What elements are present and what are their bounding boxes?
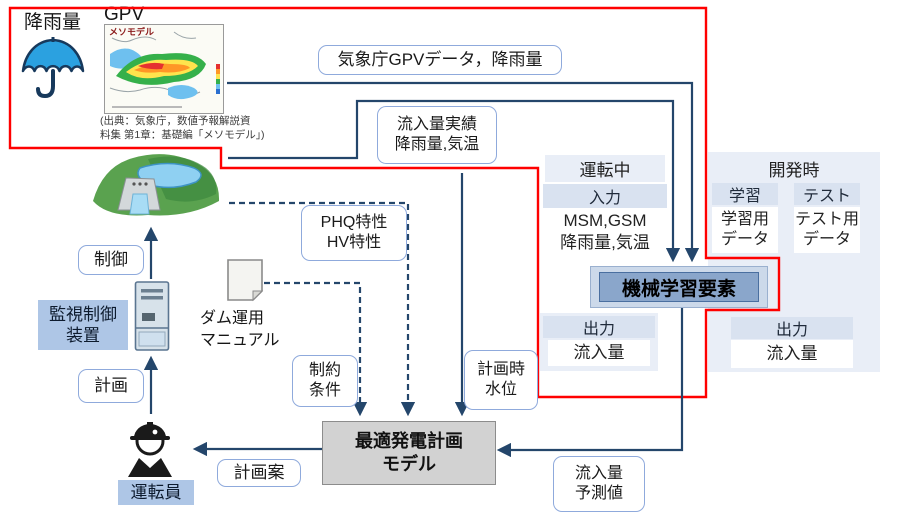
- dev-output-header-label: 出力: [775, 322, 808, 339]
- input-line2: 降雨量,気温: [560, 232, 650, 252]
- optimal-model-node: 最適発電計画 モデル: [322, 421, 496, 485]
- operation-title-label: 運転中: [579, 161, 631, 180]
- phq-line1: PHQ特性: [320, 214, 388, 231]
- gpv-label: GPV: [104, 4, 145, 25]
- operator-node: 運転員: [118, 480, 194, 505]
- learn-data-box: 学習用 データ: [712, 207, 778, 253]
- development-output-value: 流入量: [731, 340, 853, 368]
- dam-manual-line1: ダム運用: [200, 310, 265, 327]
- learn-line1: 学習用: [720, 211, 769, 228]
- rainfall-label: 降雨量: [24, 12, 82, 33]
- development-output-header: 出力: [731, 317, 853, 339]
- operation-output-value: 流入量: [548, 340, 650, 366]
- test-line1: テスト用: [794, 211, 859, 228]
- operation-input-header: 入力: [543, 184, 667, 208]
- server-icon: [134, 281, 170, 351]
- tag-plan: 計画: [78, 369, 144, 403]
- umbrella-icon: [21, 37, 85, 99]
- tag-inflow-forecast: 流入量 予測値: [553, 456, 645, 512]
- inflow-forecast-line2: 予測値: [574, 485, 623, 502]
- plan-label: 計画: [94, 376, 128, 396]
- phq-line2: HV特性: [326, 234, 382, 251]
- map-caption-line1: (出典：気象庁，数値予報解説資: [100, 115, 251, 127]
- tag-plan-draft: 計画案: [217, 459, 301, 487]
- test-line2: データ: [802, 231, 851, 248]
- tag-inflow-actual: 流入量実績 降雨量,気温: [377, 106, 497, 164]
- learn-line2: データ: [720, 231, 769, 248]
- test-data-box: テスト用 データ: [794, 207, 860, 253]
- document-icon: [227, 259, 264, 302]
- inflow-actual-line2: 降雨量,気温: [394, 136, 480, 153]
- control-label: 制御: [94, 250, 128, 270]
- learn-header: 学習: [712, 183, 778, 205]
- gpv-map-image: メソモデル: [104, 24, 224, 114]
- operation-output-header: 出力: [543, 316, 655, 338]
- scada-line2: 装置: [66, 326, 100, 345]
- planned-level-line1: 計画時: [476, 361, 525, 378]
- test-header: テスト: [794, 183, 860, 205]
- constraint-line2: 条件: [308, 382, 341, 399]
- dev-output-value-label: 流入量: [766, 344, 818, 364]
- tag-gpv-data: 気象庁GPVデータ，降雨量: [318, 45, 562, 75]
- map-caption-line2: 料集 第1章：基礎編「メソモデル」): [100, 128, 265, 141]
- map-model-tag: メソモデル: [109, 26, 154, 37]
- ml-element-inner: 機械学習要素: [599, 272, 759, 302]
- operation-input-values: MSM,GSM 降雨量,気温: [540, 209, 670, 254]
- tag-control: 制御: [78, 245, 144, 275]
- test-header-label: テスト: [802, 188, 851, 205]
- dam-manual-line2: マニュアル: [200, 331, 280, 349]
- tag-phq: PHQ特性 HV特性: [301, 205, 407, 261]
- plan-draft-label: 計画案: [233, 463, 285, 483]
- development-title: 開発時: [708, 156, 880, 180]
- operation-title: 運転中: [545, 155, 665, 182]
- dam-manual-label: ダム運用 マニュアル: [200, 308, 300, 351]
- scada-node: 監視制御 装置: [38, 300, 128, 350]
- learn-header-label: 学習: [728, 188, 761, 205]
- input-header-label: 入力: [588, 190, 621, 207]
- input-line1: MSM,GSM: [563, 211, 647, 231]
- worker-icon: [128, 422, 172, 477]
- map-caption: (出典：気象庁，数値予報解説資 料集 第1章：基礎編「メソモデル」): [100, 115, 315, 142]
- tag-planned-level: 計画時 水位: [464, 350, 538, 410]
- model-line1: 最適発電計画: [355, 430, 463, 451]
- model-line2: モデル: [382, 454, 436, 474]
- output-header-label: 出力: [582, 321, 615, 338]
- ml-element-node: 機械学習要素: [590, 266, 768, 308]
- ml-element-label: 機械学習要素: [621, 278, 736, 300]
- dam-icon: [93, 154, 220, 216]
- inflow-actual-line1: 流入量実績: [396, 116, 477, 133]
- tag-gpv-data-label: 気象庁GPVデータ，降雨量: [337, 50, 543, 70]
- output-value-label: 流入量: [573, 343, 625, 363]
- operator-label: 運転員: [130, 482, 182, 502]
- planned-level-line2: 水位: [484, 381, 517, 398]
- development-title-label: 開発時: [768, 160, 820, 180]
- tag-constraint: 制約 条件: [292, 355, 358, 407]
- constraint-line1: 制約: [308, 362, 341, 379]
- inflow-forecast-line1: 流入量: [574, 465, 623, 482]
- scada-line1: 監視制御: [49, 304, 117, 324]
